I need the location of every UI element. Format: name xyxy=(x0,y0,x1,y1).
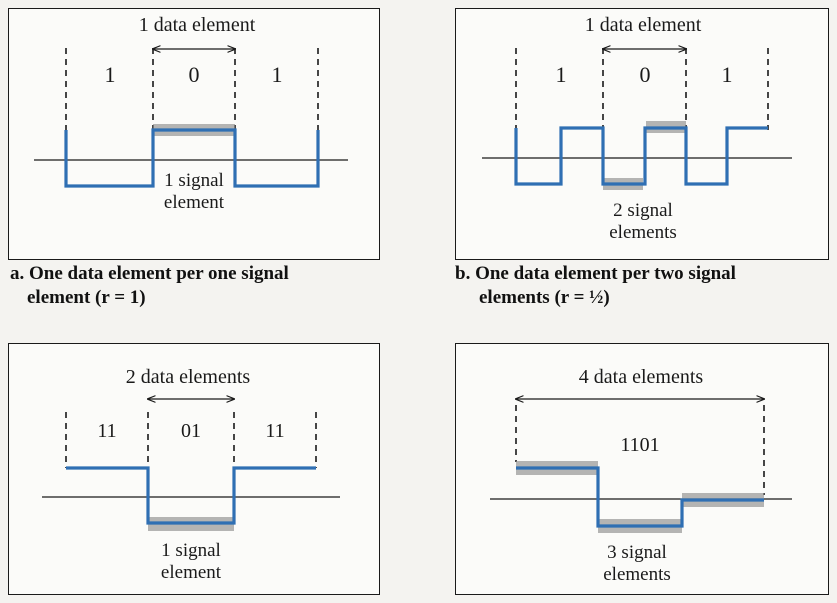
panel-b-bit: 1 xyxy=(722,62,733,87)
panel-b-diagram: 1 data element 1 0 1 2 signal elements xyxy=(482,14,792,243)
panel-b-signal xyxy=(514,126,768,186)
panel-c-signal-label: element xyxy=(161,562,222,583)
panel-a-header: 1 data element xyxy=(139,14,256,36)
caption-a: a. One data element per one signal eleme… xyxy=(10,262,289,310)
caption-b-line2: elements (r = ½) xyxy=(479,287,610,308)
panel-b-bit: 1 xyxy=(556,62,567,87)
panel-d-signal-label: 3 signal xyxy=(607,542,667,563)
panel-d-signal xyxy=(516,466,764,528)
panel-d-header: 4 data elements xyxy=(579,366,704,388)
caption-a-line2: element (r = 1) xyxy=(27,287,146,308)
panel-a-bit: 1 xyxy=(272,62,283,87)
panel-b-signal-label: 2 signal xyxy=(613,200,673,221)
caption-b: b. One data element per two signal eleme… xyxy=(455,262,736,310)
panel-c-diagram: 2 data elements 11 01 11 1 signal elemen… xyxy=(42,366,340,583)
panel-d-diagram: 4 data elements 1101 3 signal elements xyxy=(490,366,792,585)
panel-c-signal-label: 1 signal xyxy=(161,540,221,561)
caption-b-line1: b. One data element per two signal xyxy=(455,263,736,284)
caption-a-line1: a. One data element per one signal xyxy=(10,263,289,284)
panel-c-bit: 11 xyxy=(265,420,284,442)
panel-c-bit: 01 xyxy=(181,420,201,442)
panel-a-signal-label: 1 signal xyxy=(164,170,224,191)
panel-a-diagram: 1 data element 1 0 1 1 signal element xyxy=(34,14,348,213)
panel-d-signal-label: elements xyxy=(603,564,671,585)
panel-b-bit: 0 xyxy=(640,62,651,87)
panel-a-bit: 1 xyxy=(105,62,116,87)
panel-d-bit: 1101 xyxy=(620,434,659,456)
panel-a-bit: 0 xyxy=(189,62,200,87)
panel-c-bit: 11 xyxy=(97,420,116,442)
panel-b-signal-label: elements xyxy=(609,222,677,243)
panel-c-signal xyxy=(66,466,316,525)
panel-c-header: 2 data elements xyxy=(126,366,251,388)
panel-a-signal xyxy=(64,128,320,188)
panel-a-signal-label: element xyxy=(164,192,225,213)
panel-b-header: 1 data element xyxy=(585,14,702,36)
